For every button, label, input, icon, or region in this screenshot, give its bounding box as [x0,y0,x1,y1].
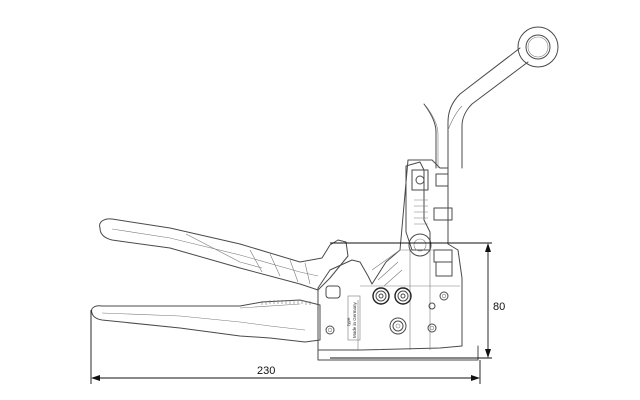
tension-lever [447,26,559,169]
svg-text:Made in Germany: Made in Germany [352,301,357,338]
width-dimension-label: 230 [257,365,275,377]
lower-handle [91,299,321,343]
height-dimension-label: 80 [493,301,505,313]
svg-text:type: type [346,317,351,326]
machine-body: Made in Germany type [317,159,479,361]
upper-mechanism [405,103,453,277]
width-dimension: 230 [90,310,481,384]
upper-handle [99,218,349,291]
height-dimension: 80 [330,242,505,359]
